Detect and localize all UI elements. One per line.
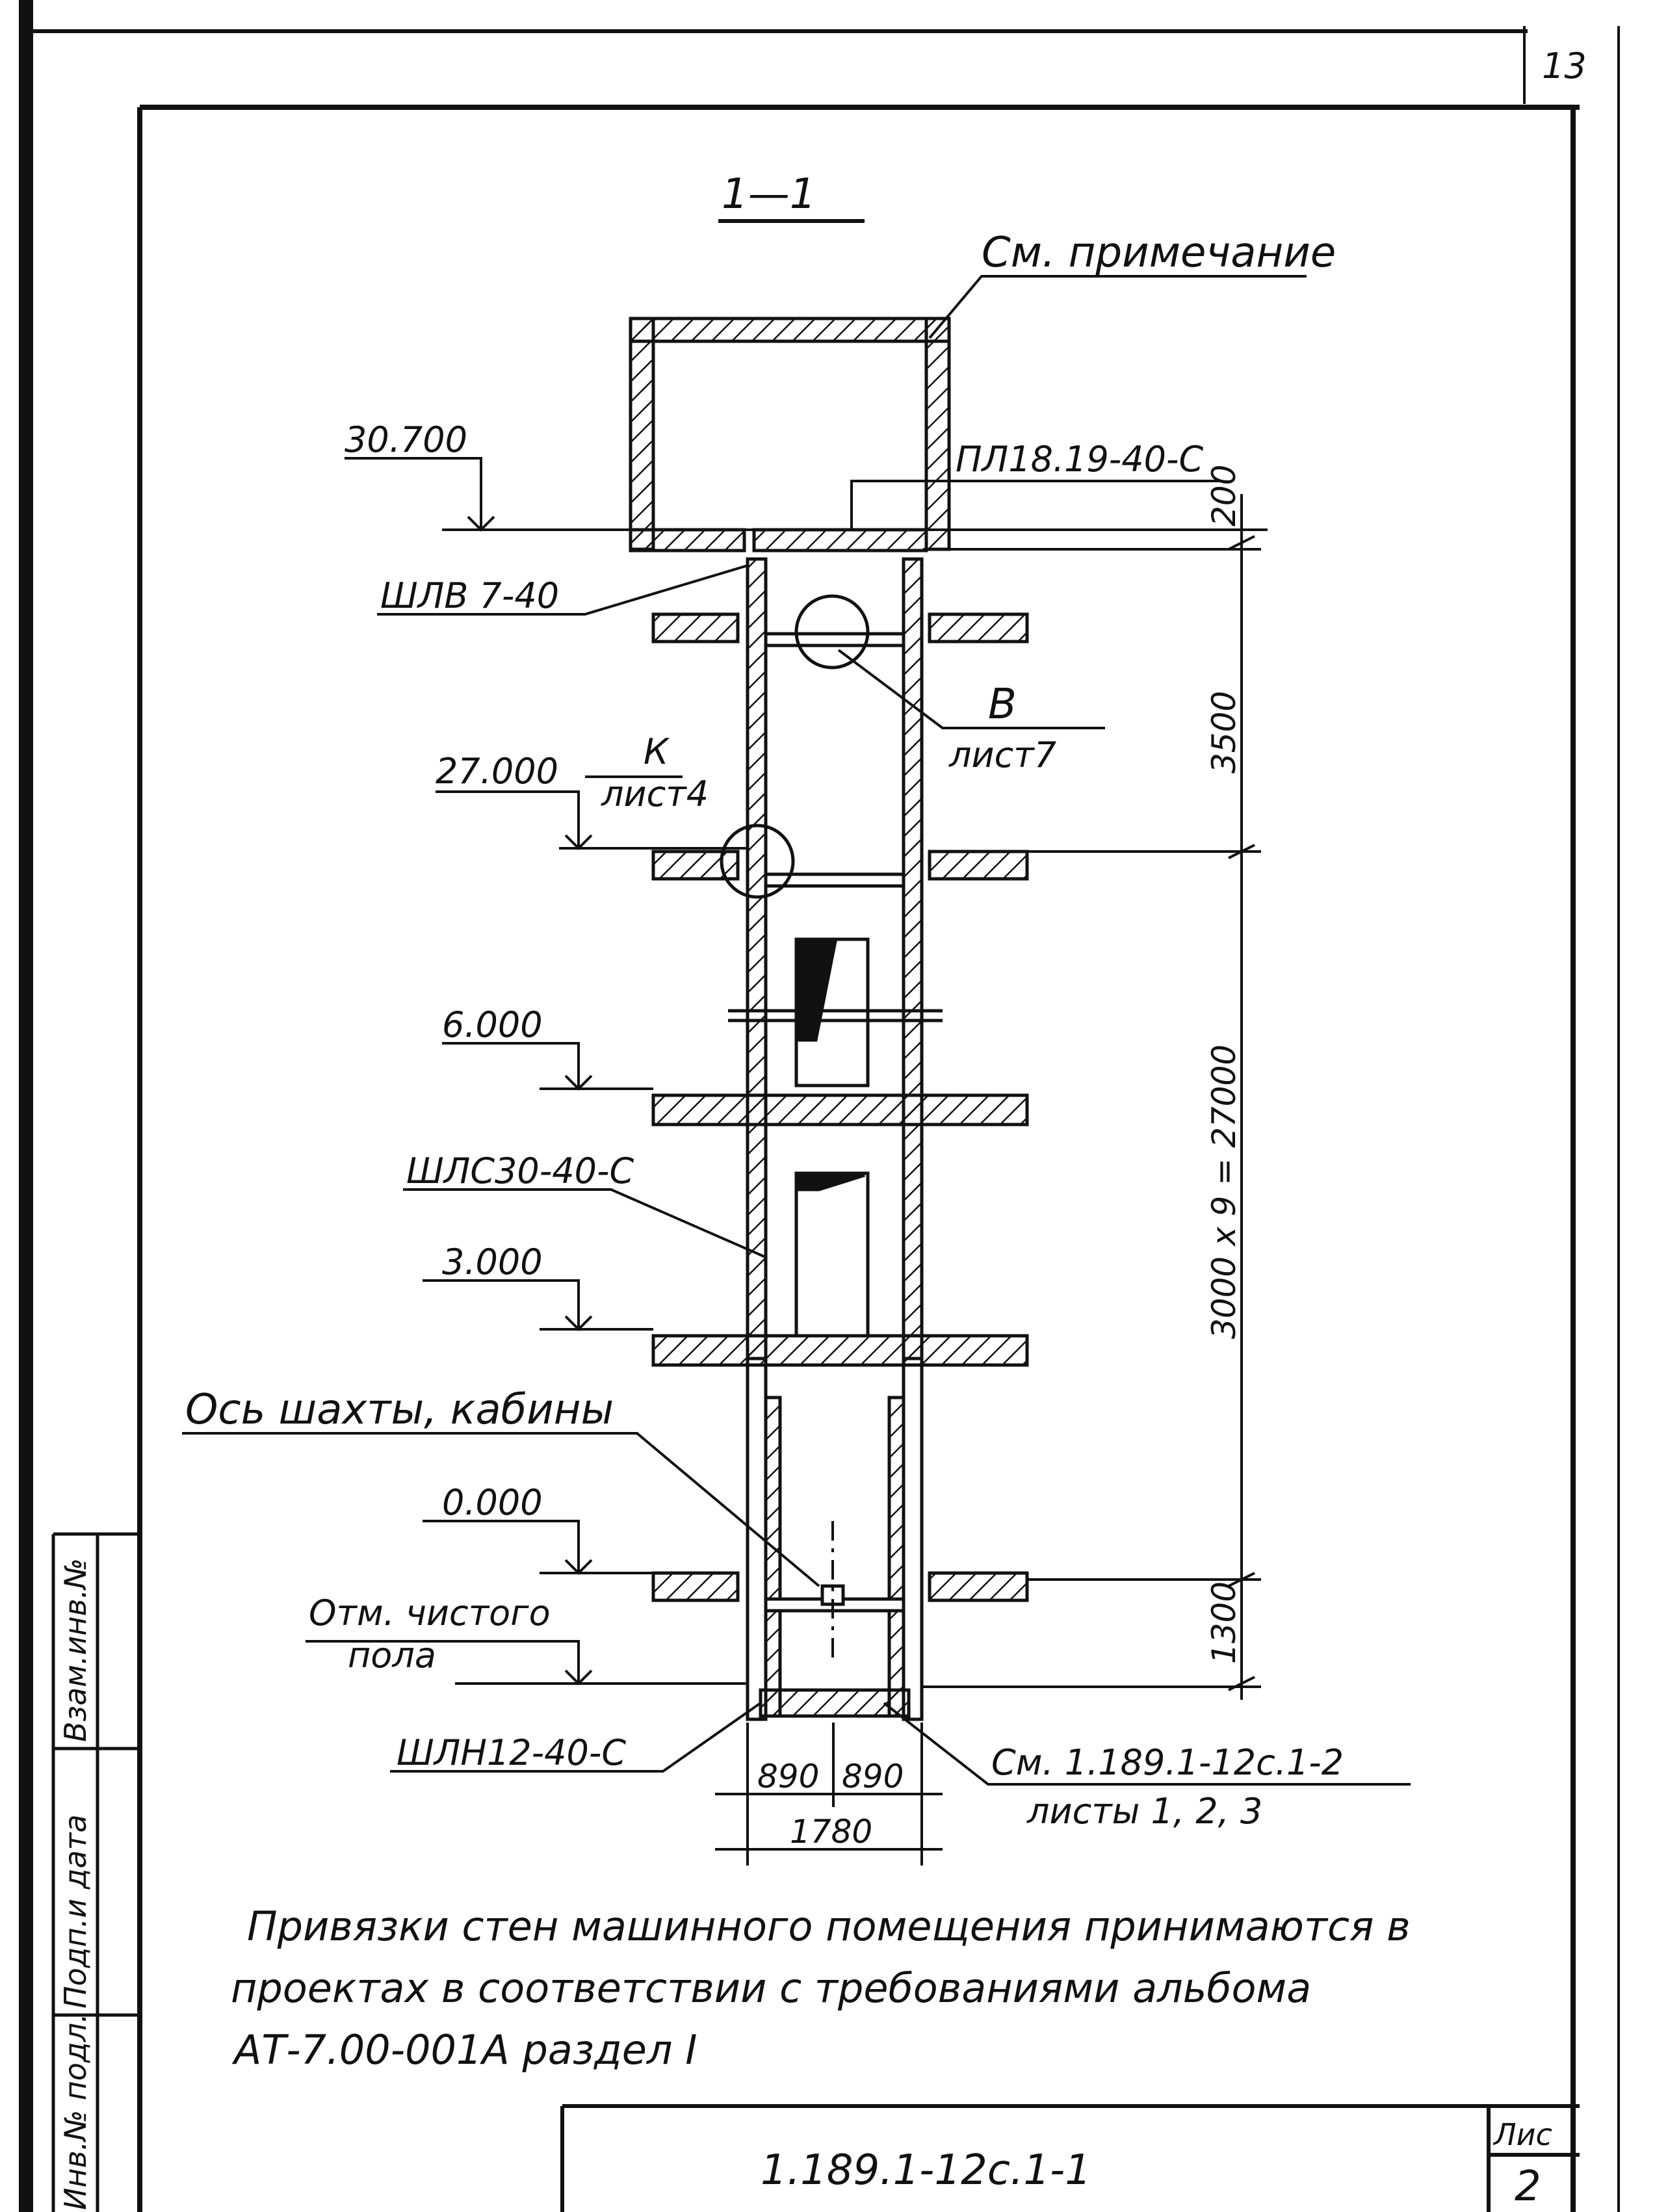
dim-1300: 1300 (1205, 1581, 1243, 1664)
dim-890-left: 890 (757, 1758, 819, 1795)
node-k-circle (720, 824, 795, 899)
note-line-1: Привязки стен машинного помещения приним… (247, 1903, 1411, 1950)
page-number-mark: 13 (1542, 46, 1587, 86)
machine-room-slab (752, 528, 928, 553)
title-block-sheet-number: 2 (1515, 2163, 1541, 2211)
callout-see-note: См. примечание (982, 229, 1336, 277)
callout-finish-floor-2: пола (348, 1635, 436, 1676)
callout-node-k-sheet: лист4 (601, 774, 709, 814)
dim-27000: 3000 x 9 = 27000 (1205, 1045, 1243, 1339)
title-block (560, 2104, 1580, 2212)
callout-node-k: К (644, 731, 670, 772)
callout-ref-doc: См. 1.189.1-12с.1-2 (991, 1742, 1344, 1783)
dim-1780: 1780 (790, 1813, 872, 1851)
horizontal-dimensions (715, 1723, 943, 1866)
side-stamp-cell-3: Инв.№ подл. (58, 2013, 93, 2210)
callout-finish-floor-1: Отм. чистого (309, 1593, 551, 1633)
vertical-dimension-chain (923, 494, 1261, 1700)
section-title: 1—1 (722, 170, 816, 218)
side-stamp-cell-1: Взам.инв.№ (58, 1558, 93, 1742)
dim-200: 200 (1205, 465, 1243, 527)
machine-room (629, 317, 951, 553)
elevation-markers (306, 457, 1268, 1685)
sheet-frame (19, 0, 1620, 2212)
note-line-3: АТ-7.00-001А раздел I (231, 2026, 697, 2074)
callout-node-b-sheet: лист7 (948, 735, 1056, 775)
note-line-2: проектах в соответствии с требованиями а… (231, 1964, 1311, 2012)
callout-shaft-axis: Ось шахты, кабины (185, 1386, 614, 1434)
callout-upper-wall-block: ШЛВ 7-40 (380, 575, 559, 616)
elevation-30700: 30.700 (345, 419, 467, 460)
callout-node-b: В (988, 681, 1017, 729)
elevation-0000: 0.000 (442, 1482, 543, 1523)
callout-slab: ПЛ18.19-40-С (956, 439, 1203, 480)
side-stamp (51, 1532, 142, 2212)
shaft-doors (728, 937, 943, 1338)
callout-ref-sheets: листы 1, 2, 3 (1026, 1791, 1262, 1832)
elevation-27000: 27.000 (436, 751, 558, 792)
elevation-6000: 6.000 (442, 1004, 543, 1045)
dim-3500: 3500 (1205, 691, 1243, 774)
elevator-shaft (746, 557, 924, 1721)
callout-pit-block: ШЛН12-40-С (397, 1732, 626, 1773)
title-block-sheet-label: Лис (1492, 2117, 1552, 2152)
side-stamp-cell-2: Подп.и дата (58, 1814, 93, 2009)
elevation-3000: 3.000 (442, 1242, 543, 1282)
dim-890-right: 890 (842, 1758, 904, 1795)
node-b-circle (794, 594, 870, 670)
leader-lines (182, 275, 1411, 1786)
floor-slabs (651, 612, 1029, 1602)
callout-mid-wall-block: ШЛС30-40-С (406, 1151, 634, 1191)
title-block-doc-code: 1.189.1-12с.1-1 (761, 2146, 1091, 2194)
